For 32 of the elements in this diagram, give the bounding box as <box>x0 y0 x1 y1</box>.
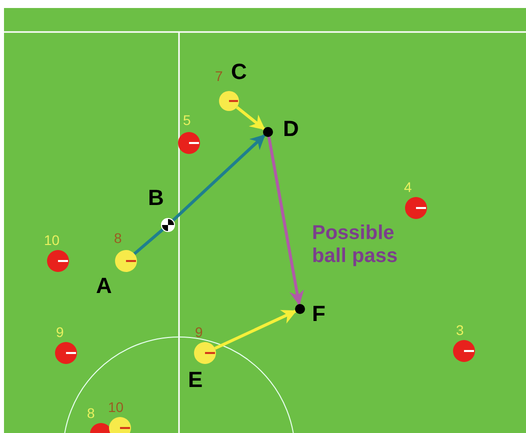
player-number: 9 <box>56 325 64 339</box>
point-letter: F <box>312 303 326 325</box>
target-point <box>295 304 305 314</box>
point-letter: E <box>188 369 203 391</box>
player-number: 3 <box>456 323 464 337</box>
player-marker <box>453 340 475 362</box>
player-marker <box>47 250 69 272</box>
arrow <box>172 134 266 222</box>
player-number: 7 <box>215 69 223 83</box>
player-marker <box>405 197 427 219</box>
player-number: 10 <box>44 233 60 247</box>
player-number: 9 <box>195 325 203 339</box>
player-marker <box>115 250 137 272</box>
target-point <box>263 127 273 137</box>
point-letter: B <box>148 187 164 209</box>
player-number: 8 <box>87 406 95 420</box>
player-marker <box>55 342 77 364</box>
arrow <box>214 310 297 350</box>
player-number: 8 <box>114 231 122 245</box>
player-marker <box>178 132 200 154</box>
player-marker <box>109 417 131 433</box>
player-number: 10 <box>108 400 124 414</box>
player-marker <box>194 342 216 364</box>
player-number: 5 <box>183 113 191 127</box>
arrow <box>267 136 304 306</box>
player-marker <box>219 91 239 111</box>
point-letter: A <box>96 275 112 297</box>
point-letter: D <box>283 118 299 140</box>
point-letter: C <box>231 61 247 83</box>
ball-icon <box>161 218 175 232</box>
arrow <box>236 106 266 130</box>
player-number: 4 <box>404 180 412 194</box>
